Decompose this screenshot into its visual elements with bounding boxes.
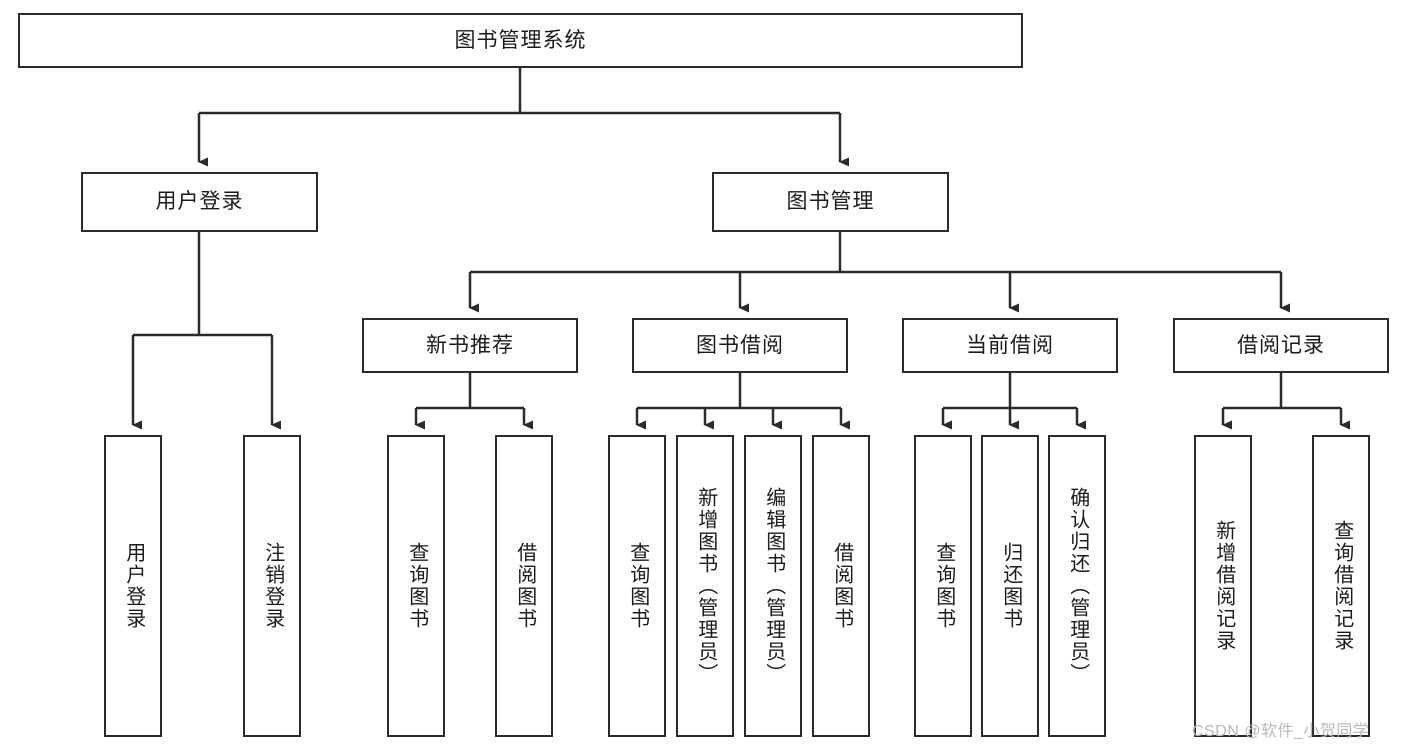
node-label: 借阅图书 [830, 542, 853, 630]
node-root[interactable]: 图书管理系统 [18, 13, 1023, 68]
leaf-book-borrow-edit[interactable]: 编辑图书（管理员） [744, 435, 802, 737]
leaf-borrow-record-add[interactable]: 新增借阅记录 [1194, 435, 1252, 737]
node-label: 用户登录 [122, 542, 145, 630]
node-label: 图书借阅 [696, 333, 784, 357]
node-label: 图书管理 [786, 190, 875, 214]
node-label: 新增图书（管理员） [694, 487, 717, 685]
node-book-borrow[interactable]: 图书借阅 [632, 318, 848, 373]
leaf-user-login-login[interactable]: 用户登录 [104, 435, 162, 737]
node-label: 归还图书 [999, 542, 1022, 630]
leaf-new-book-query[interactable]: 查询图书 [387, 435, 445, 737]
leaf-current-borrow-return[interactable]: 归还图书 [981, 435, 1039, 737]
node-label: 用户登录 [155, 190, 244, 214]
node-label: 图书管理系统 [454, 28, 587, 52]
node-label: 查询图书 [626, 542, 649, 630]
node-label: 当前借阅 [966, 333, 1054, 357]
node-label: 注销登录 [261, 542, 284, 630]
leaf-book-borrow-add[interactable]: 新增图书（管理员） [676, 435, 734, 737]
node-user-login[interactable]: 用户登录 [81, 172, 318, 232]
node-new-book-recommend[interactable]: 新书推荐 [362, 318, 578, 373]
leaf-current-borrow-query[interactable]: 查询图书 [914, 435, 972, 737]
leaf-new-book-borrow[interactable]: 借阅图书 [495, 435, 553, 737]
node-book-management[interactable]: 图书管理 [712, 172, 949, 232]
leaf-book-borrow-query[interactable]: 查询图书 [608, 435, 666, 737]
node-label: 新增借阅记录 [1212, 520, 1235, 652]
node-label: 借阅图书 [513, 542, 536, 630]
node-label: 查询图书 [932, 542, 955, 630]
leaf-borrow-record-query[interactable]: 查询借阅记录 [1312, 435, 1370, 737]
node-label: 借阅记录 [1237, 333, 1325, 357]
node-label: 查询图书 [405, 542, 428, 630]
node-borrow-record[interactable]: 借阅记录 [1173, 318, 1389, 373]
watermark: CSDN @软件_小贺同学 [1192, 723, 1370, 740]
leaf-current-borrow-confirm-return[interactable]: 确认归还（管理员） [1048, 435, 1106, 737]
node-label: 查询借阅记录 [1330, 520, 1353, 652]
leaf-book-borrow-borrow[interactable]: 借阅图书 [812, 435, 870, 737]
node-label: 确认归还（管理员） [1066, 487, 1089, 685]
leaf-user-login-logout[interactable]: 注销登录 [243, 435, 301, 737]
node-current-borrow[interactable]: 当前借阅 [902, 318, 1118, 373]
node-label: 新书推荐 [426, 333, 514, 357]
node-label: 编辑图书（管理员） [762, 487, 785, 685]
